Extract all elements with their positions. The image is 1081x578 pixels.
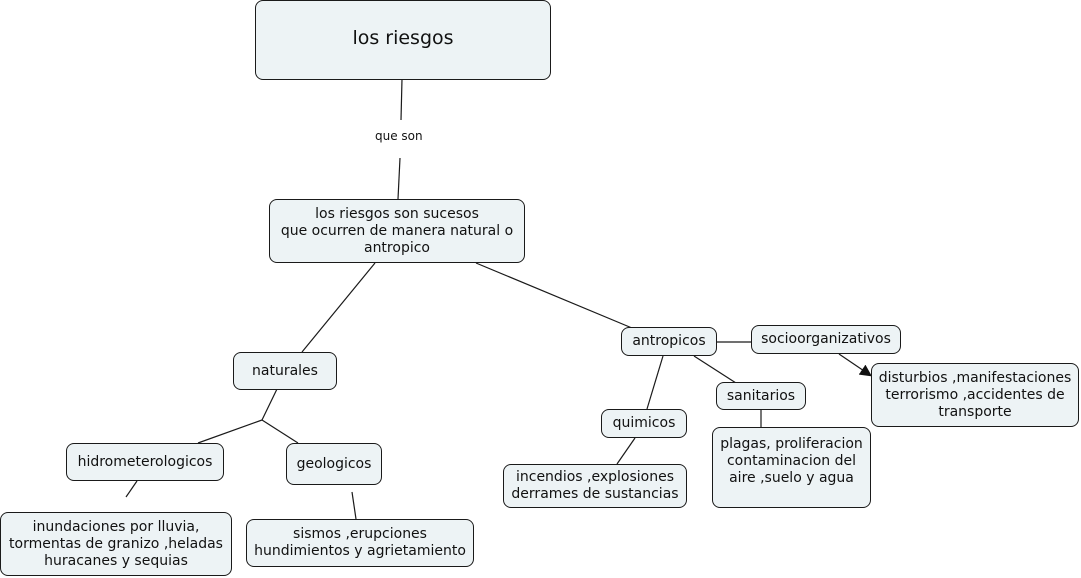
node-los-riesgos[interactable]: los riesgos	[255, 0, 551, 80]
node-quimicos[interactable]: quimicos	[601, 409, 687, 438]
link-quimicos-incendios	[616, 437, 636, 465]
node-sismos[interactable]: sismos ,erupciones hundimientos y agriet…	[246, 519, 474, 567]
link-root-queson	[400, 78, 403, 121]
link-antropicos-quimicos	[646, 355, 664, 410]
link-junction-hidro	[197, 419, 263, 444]
link-label-que-son: que son	[373, 129, 425, 143]
node-socioorganizativos[interactable]: socioorganizativos	[751, 325, 901, 354]
link-geo-sismos	[351, 491, 357, 520]
node-definition[interactable]: los riesgos son sucesos que ocurren de m…	[269, 199, 525, 263]
node-disturbios[interactable]: disturbios ,manifestaciones terrorismo ,…	[871, 363, 1079, 427]
link-queson-definition	[397, 157, 401, 200]
node-naturales[interactable]: naturales	[233, 352, 337, 390]
link-definition-antropicos	[475, 262, 633, 329]
node-sanitarios[interactable]: sanitarios	[716, 382, 806, 410]
link-hidro-inundaciones	[125, 480, 138, 498]
node-antropicos[interactable]: antropicos	[621, 327, 717, 356]
node-incendios[interactable]: incendios ,explosiones derrames de susta…	[503, 464, 687, 508]
link-definition-naturales	[301, 262, 376, 353]
node-geologicos[interactable]: geologicos	[286, 443, 382, 485]
link-antropicos-sanitarios	[693, 355, 737, 384]
node-hidrometerologicos[interactable]: hidrometerologicos	[66, 443, 224, 481]
link-junction-geo	[261, 419, 299, 444]
link-socio-disturbios	[838, 353, 872, 377]
node-inundaciones[interactable]: inundaciones por lluvia, tormentas de gr…	[0, 512, 232, 576]
link-naturales-junction	[261, 388, 278, 421]
node-plagas[interactable]: plagas, proliferacion contaminacion del …	[712, 427, 871, 508]
